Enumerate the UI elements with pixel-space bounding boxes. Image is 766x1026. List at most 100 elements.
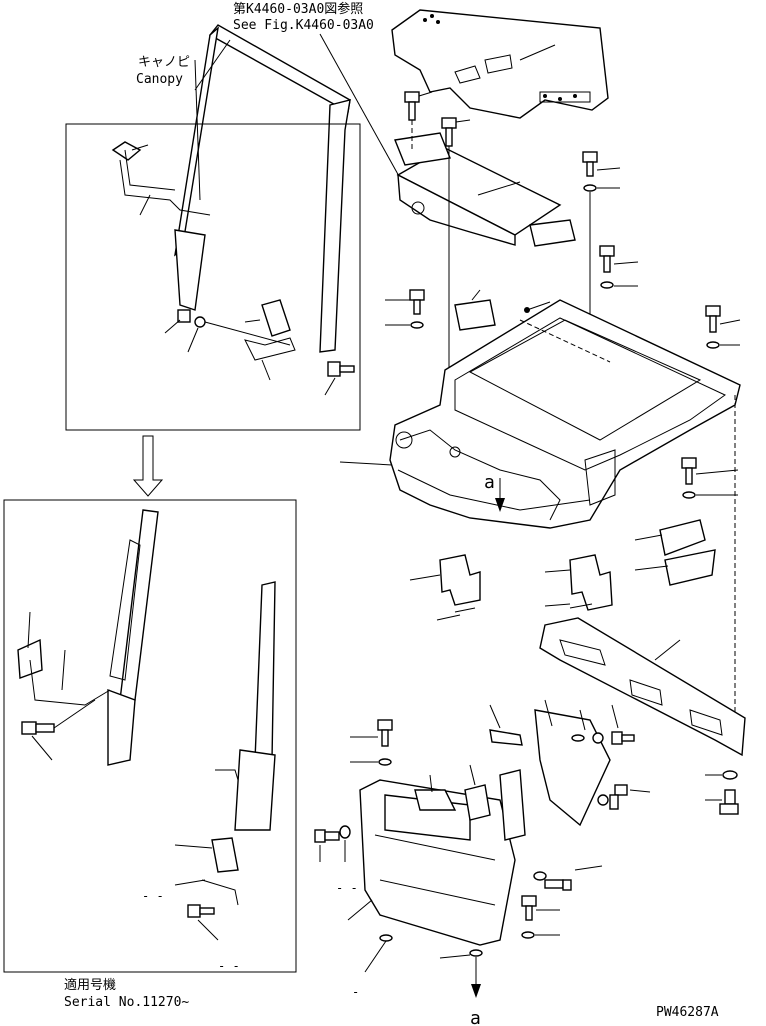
floor-plate-part: [394, 132, 576, 247]
spacer-callout: [164, 319, 181, 334]
handle-callout: [174, 844, 213, 849]
handrail-callout: [131, 144, 149, 151]
bracket-callout: [544, 569, 571, 573]
bolt-icon: [611, 731, 635, 745]
canopy-label-jp: キャノピ: [138, 55, 190, 70]
bracket-callout: [139, 194, 151, 216]
handrail-part: [17, 638, 111, 706]
washer-icon: [722, 770, 738, 780]
detail-box-after: [3, 499, 297, 973]
side-panel-part: [499, 709, 611, 841]
canopy-pillar-part: [215, 581, 276, 831]
transition-arrow: [132, 435, 164, 497]
washer-icon: [469, 949, 483, 957]
spacer-icon: [177, 309, 191, 323]
assembly-guide-line: [519, 319, 611, 363]
front-cover-callout: [347, 899, 373, 921]
washer-callout: [579, 709, 586, 731]
handrail-part: [111, 141, 211, 216]
bracket-callout: [174, 879, 206, 886]
bracket-callout: [489, 704, 501, 729]
bracket-callout: [634, 565, 669, 571]
bolt-icon: [582, 151, 598, 177]
view-marker-lower: a: [470, 1008, 481, 1026]
bracket-callout: [429, 774, 433, 793]
washer-icon: [378, 758, 392, 766]
bracket-callout: [544, 603, 571, 607]
bracket-callout: [61, 649, 66, 691]
bolt-icon: [609, 784, 628, 810]
washer-icon: [571, 734, 585, 742]
grommet-callout: [526, 301, 551, 311]
bolt-callout: [197, 919, 219, 941]
bolt-icon: [187, 904, 215, 918]
washer-callout: [187, 327, 199, 353]
canopy-label-en: Canopy: [136, 72, 183, 87]
washer-icon: [410, 321, 424, 329]
washer-icon: [379, 934, 393, 942]
washer-icon: [521, 931, 535, 939]
washer-icon: [682, 491, 696, 499]
handle-callout: [244, 319, 261, 323]
washer-icon: [597, 794, 609, 806]
bolt-callout: [596, 167, 621, 171]
bracket-callout: [634, 534, 663, 541]
grab-handle-part: [244, 299, 296, 361]
bolt-icon: [544, 879, 572, 891]
bolt-icon: [21, 721, 55, 735]
view-arrow-head: [495, 498, 505, 512]
floor-plate-callout: [477, 181, 521, 196]
washer-icon: [339, 825, 351, 839]
washer-icon: [583, 184, 597, 192]
bolt-callout: [31, 735, 53, 761]
bolt-icon: [327, 361, 355, 377]
unlabelled-callout: - -: [336, 881, 358, 895]
reference-figure-en: See Fig.K4460-03A0: [233, 18, 374, 33]
bolt-callout: [574, 865, 603, 871]
revolving-frame-part: [389, 299, 741, 529]
washer-icon: [706, 341, 720, 349]
cover-plate-callout: [471, 289, 481, 301]
rear-cover-part: [539, 617, 746, 757]
canopy-frame-part: [174, 24, 351, 353]
bolt-icon: [377, 719, 393, 747]
washer-callout: [439, 954, 471, 959]
washer-callout: [364, 940, 387, 973]
serial-label-jp: 適用号機: [64, 977, 116, 993]
bracket-part: [414, 784, 491, 821]
bolt-callout: [418, 91, 433, 97]
detail-box-before: [65, 123, 361, 431]
floor-mat-part: [391, 9, 609, 119]
bracket-callout: [469, 764, 476, 786]
bolt-callout: [455, 119, 471, 123]
reference-leader-line: [319, 33, 401, 179]
view-marker-upper: a: [484, 472, 495, 493]
grab-handle-part: [201, 837, 239, 906]
unlabelled-callout: - -: [218, 959, 240, 973]
unlabelled-callout: - -: [142, 889, 164, 903]
bolt-callout: [613, 261, 639, 265]
handrail-callout: [27, 611, 31, 649]
bolt-icon: [409, 289, 425, 315]
floor-mat-callout: [519, 44, 556, 61]
bracket-callout: [261, 359, 271, 381]
bolt-icon: [681, 457, 697, 485]
bracket-callout: [436, 614, 461, 621]
rear-cover-callout: [654, 639, 681, 661]
bolt-icon: [521, 895, 537, 921]
washer-icon: [600, 281, 614, 289]
bracket-part: [569, 554, 613, 611]
assembly-guide-line: [53, 699, 96, 729]
reference-figure-jp: 第K4460-03A0図参照: [233, 1, 363, 17]
drawing-code: PW46287A: [656, 1005, 719, 1020]
bolt-callout: [324, 377, 336, 396]
unlabelled-callout: -: [352, 985, 359, 999]
bracket-callout: [409, 574, 441, 581]
washer-icon: [533, 871, 547, 881]
bolt-icon: [599, 245, 615, 273]
bolt-callout: [629, 789, 651, 793]
bracket-part: [489, 729, 523, 746]
bolt-icon: [404, 91, 420, 121]
bracket-part: [659, 519, 716, 586]
